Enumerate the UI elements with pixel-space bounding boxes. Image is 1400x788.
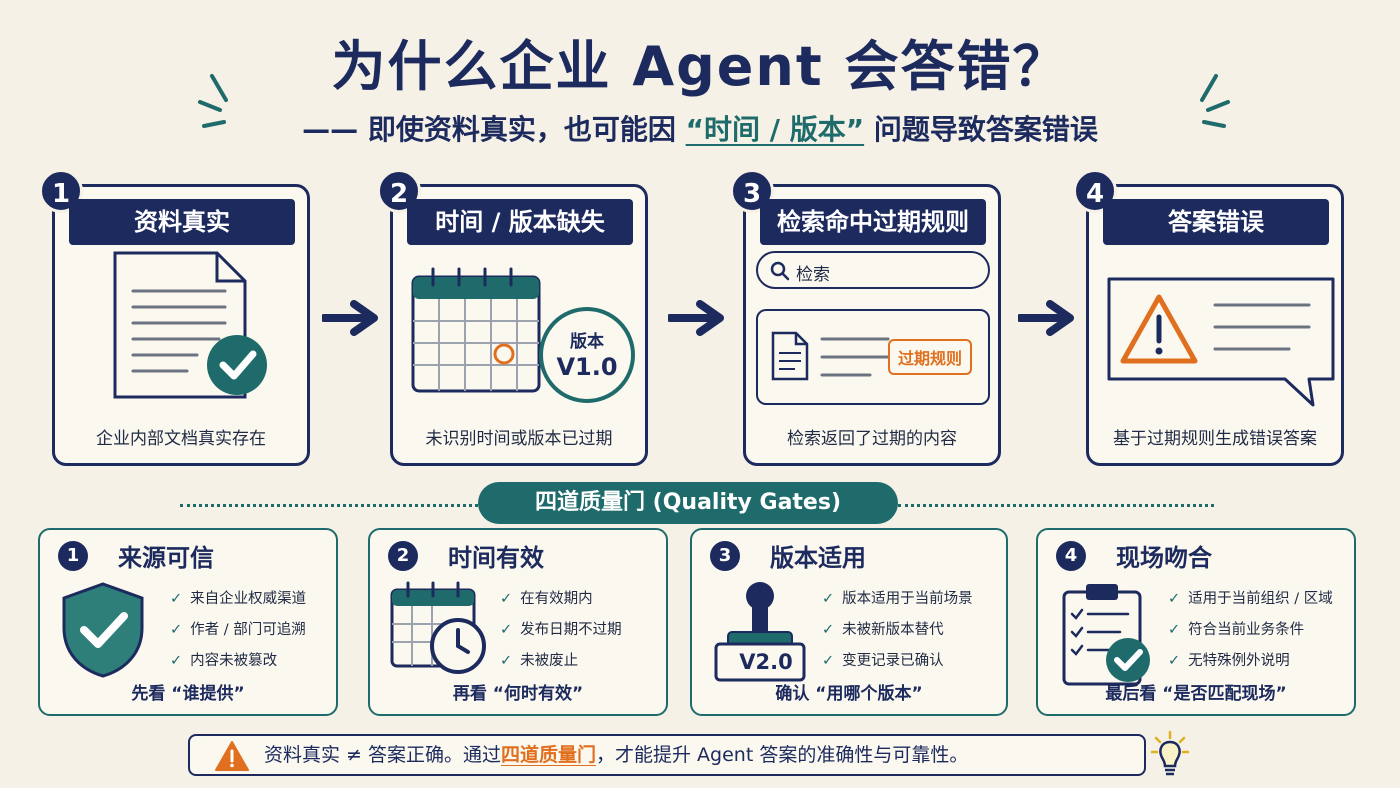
gate-header-3: 3 版本适用	[710, 538, 976, 572]
gate-title-1: 来源可信	[118, 544, 214, 572]
gate-item: 作者 / 部门可追溯	[170, 615, 306, 646]
gates-section-title: 四道质量门 (Quality Gates)	[478, 482, 898, 524]
text-lines-icon	[820, 337, 890, 377]
gate-item: 在有效期内	[500, 584, 622, 615]
gates-divider-left	[180, 504, 478, 507]
spark-left-icon	[198, 74, 228, 128]
gate-item: 发布日期不过期	[500, 615, 622, 646]
gate-header-2: 2 时间有效	[388, 538, 654, 572]
gate-card-3: 3 版本适用 V2.0 版本适用于当前场景 未被新版本替代 变更记录已确认 确认 …	[690, 528, 1008, 716]
arrow-right-icon	[668, 300, 724, 336]
gate-card-1: 1 来源可信 来自企业权威渠道 作者 / 部门可追溯 内容未被篡改 先看 “谁提供…	[38, 528, 338, 716]
document-check-icon	[113, 251, 267, 399]
step-title-4: 答案错误	[1103, 199, 1329, 245]
calendar-clock-icon	[390, 581, 486, 674]
search-icon	[770, 261, 790, 281]
expired-rule-tag: 过期规则	[888, 339, 973, 375]
arrow-right-icon	[1018, 300, 1074, 336]
gate-card-4: 4 现场吻合 适用于当前组织 / 区域 符合当前业务条件 无特殊例外说明 最后看 …	[1036, 528, 1356, 716]
step-caption-1: 企业内部文档真实存在	[96, 429, 266, 449]
step-title-2: 时间 / 版本缺失	[407, 199, 633, 245]
gate-list-1: 来自企业权威渠道 作者 / 部门可追溯 内容未被篡改	[170, 584, 306, 677]
spark-right-icon	[1200, 74, 1230, 128]
page-title: 为什么企业 Agent 会答错？	[331, 35, 1069, 98]
step-title-1: 资料真实	[69, 199, 295, 245]
calendar-icon	[411, 267, 541, 393]
conclusion-highlight: 四道质量门	[501, 744, 597, 766]
gate-item: 来自企业权威渠道	[170, 584, 306, 615]
step-card-4: 4 答案错误 基于过期规则生成错误答案	[1073, 169, 1344, 466]
gate-item: 适用于当前组织 / 区域	[1168, 584, 1333, 615]
step-card-1: 1 资料真实 企业内部文档真实存在	[39, 169, 310, 466]
gates-divider-right	[898, 504, 1214, 507]
step-title-3: 检索命中过期规则	[760, 199, 986, 245]
search-bar: 检索	[756, 251, 990, 289]
conclusion-suffix: ，才能提升 Agent 答案的准确性与可靠性。	[596, 744, 969, 766]
clipboard-check-icon	[1062, 584, 1150, 686]
gate-number-3: 3	[710, 540, 740, 571]
gate-title-4: 现场吻合	[1116, 544, 1212, 572]
gate-item: 未被新版本替代	[822, 615, 973, 646]
gate-item: 未被废止	[500, 646, 622, 677]
rubber-stamp-icon	[714, 582, 806, 682]
shield-check-icon	[62, 582, 144, 678]
gate-footer-4: 最后看 “是否匹配现场”	[1105, 684, 1287, 704]
gate-footer-1: 先看 “谁提供”	[131, 684, 245, 704]
subtitle-highlight: “时间 / 版本”	[685, 113, 865, 146]
version-stamp-value: V1.0	[556, 353, 618, 381]
step-card-2: 2 时间 / 版本缺失 版本 V1.0 未识别时间或版本已过期	[377, 169, 648, 466]
gate-header-1: 1 来源可信	[58, 538, 324, 572]
gate-list-3: 版本适用于当前场景 未被新版本替代 变更记录已确认	[822, 584, 973, 677]
warning-speech-bubble-icon	[1107, 277, 1335, 407]
conclusion-banner: 资料真实 ≠ 答案正确。通过四道质量门，才能提升 Agent 答案的准确性与可靠…	[188, 734, 1146, 776]
subtitle-suffix: 问题导致答案错误	[864, 113, 1098, 146]
step-number-3: 3	[730, 169, 774, 213]
gate-item: 版本适用于当前场景	[822, 584, 973, 615]
document-icon	[771, 331, 809, 381]
step-caption-3: 检索返回了过期的内容	[787, 429, 957, 449]
gate-item: 内容未被篡改	[170, 646, 306, 677]
search-text: 检索	[796, 265, 830, 285]
gate-item: 符合当前业务条件	[1168, 615, 1333, 646]
warning-icon	[215, 741, 249, 771]
conclusion-prefix: 资料真实 ≠ 答案正确。通过	[264, 744, 501, 766]
search-result-card: 过期规则	[756, 309, 990, 405]
gate-number-1: 1	[58, 540, 88, 571]
gate-card-2: 2 时间有效 在有效期内 发布日期不过期 未被废止 再看 “何时有效”	[368, 528, 668, 716]
version-stamp-label: 版本	[570, 332, 604, 352]
gate-item: 无特殊例外说明	[1168, 646, 1333, 677]
gate-title-2: 时间有效	[448, 544, 544, 572]
page-subtitle: —— 即使资料真实，也可能因 “时间 / 版本” 问题导致答案错误	[0, 108, 1400, 148]
subtitle-prefix: —— 即使资料真实，也可能因	[302, 113, 686, 146]
gate-item: 变更记录已确认	[822, 646, 973, 677]
stamp-version-label: V2.0	[739, 650, 793, 674]
gate-footer-2: 再看 “何时有效”	[452, 684, 584, 704]
step-caption-2: 未识别时间或版本已过期	[425, 429, 613, 449]
gate-list-4: 适用于当前组织 / 区域 符合当前业务条件 无特殊例外说明	[1168, 584, 1333, 677]
gate-number-2: 2	[388, 540, 418, 571]
arrow-right-icon	[322, 300, 378, 336]
gate-header-4: 4 现场吻合	[1056, 538, 1322, 572]
step-card-3: 3 检索命中过期规则 检索 过期规则 检索返回了过期的内容	[730, 169, 1001, 466]
gate-number-4: 4	[1056, 540, 1086, 571]
gate-list-2: 在有效期内 发布日期不过期 未被废止	[500, 584, 622, 677]
lightbulb-icon	[1150, 730, 1190, 776]
version-stamp: 版本 V1.0	[539, 307, 635, 403]
gate-footer-3: 确认 “用哪个版本”	[775, 684, 923, 704]
step-caption-4: 基于过期规则生成错误答案	[1113, 429, 1317, 449]
gate-title-3: 版本适用	[770, 544, 866, 572]
